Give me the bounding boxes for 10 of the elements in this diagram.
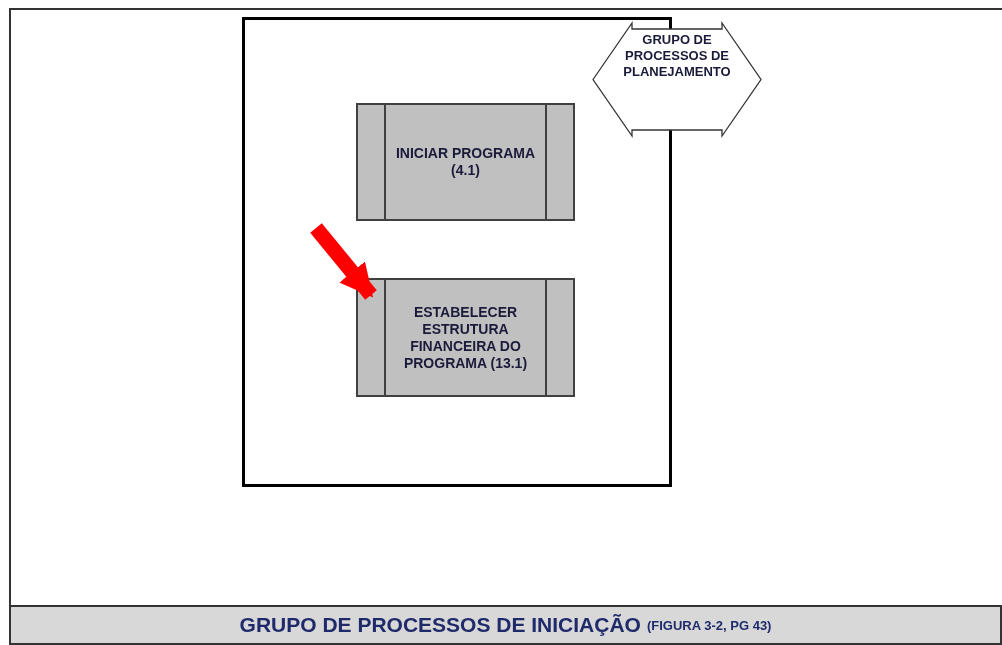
figure-reference: (FIGURA 3-2, PG 43) bbox=[646, 617, 772, 633]
pointer-arrow bbox=[310, 223, 377, 300]
band-title: GRUPO DE PROCESSOS DE INICIAÇÃO bbox=[239, 613, 641, 637]
double-arrow-shape bbox=[592, 22, 762, 137]
process-label: INICIAR PROGRAMA (4.1) bbox=[394, 145, 537, 179]
process-label: ESTABELECER ESTRUTURA FINANCEIRA DO PROGRAMA (13.1) bbox=[402, 303, 529, 372]
arrow-label: GRUPO DE PROCESSOS DE PLANEJAMENTO bbox=[622, 32, 732, 80]
process-box bbox=[356, 103, 575, 221]
process-box bbox=[356, 278, 575, 397]
title-band bbox=[9, 605, 1002, 645]
